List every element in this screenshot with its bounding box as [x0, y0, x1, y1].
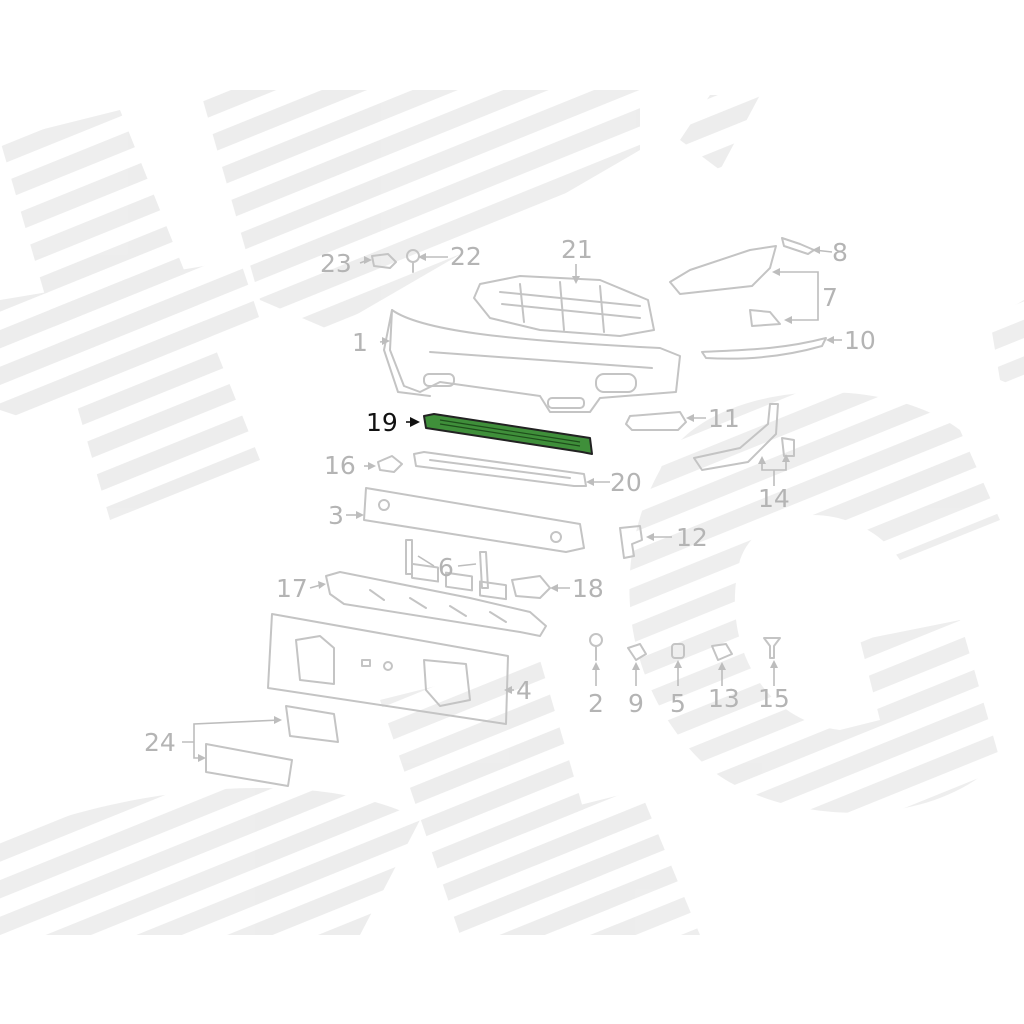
part-13-clip [711, 643, 733, 661]
callout-11: 11 [708, 404, 740, 433]
callout-23: 23 [320, 249, 352, 278]
callout-8: 8 [832, 238, 848, 267]
arrowheads [198, 246, 834, 762]
callout-6: 6 [438, 553, 454, 582]
part-3-reinforcement [363, 487, 585, 601]
part-24-plate [205, 705, 339, 787]
callout-10: 10 [844, 326, 876, 355]
callout-4: 4 [516, 676, 532, 705]
part-22-screw [406, 249, 420, 273]
callout-13: 13 [708, 684, 740, 713]
callout-22: 22 [450, 242, 482, 271]
watermark [0, 90, 1024, 935]
callout-24: 24 [144, 728, 176, 757]
part-18-bezel [511, 575, 551, 599]
callout-21: 21 [561, 235, 593, 264]
part-7-trim-upper [669, 245, 781, 327]
callout-1: 1 [352, 328, 368, 357]
part-20-absorber [413, 451, 587, 487]
part-8-molding [781, 237, 815, 255]
callout-14: 14 [758, 484, 790, 513]
callout-5: 5 [670, 689, 686, 718]
part-19-highlighted[interactable] [423, 413, 593, 455]
part-21-grille [473, 275, 655, 337]
part-12-bracket [619, 525, 643, 559]
callout-15: 15 [758, 684, 790, 713]
part-1-front-bumper [383, 309, 681, 413]
callout-18: 18 [572, 574, 604, 603]
part-5-nut [671, 643, 685, 659]
callout-7: 7 [822, 283, 838, 312]
part-17-valance [325, 571, 547, 637]
part-11-bezel [625, 411, 687, 431]
callout-19: 19 [366, 408, 398, 437]
part-14-flare [693, 403, 795, 471]
part-4-plate-brackets [267, 613, 509, 725]
callout-20: 20 [610, 468, 642, 497]
part-23-bracket [371, 253, 397, 269]
callout-16: 16 [324, 451, 356, 480]
part-16-bracket [377, 455, 403, 473]
part-10-strip [701, 337, 827, 360]
callout-9: 9 [628, 689, 644, 718]
callout-2: 2 [588, 689, 604, 718]
part-9-clip [627, 643, 647, 661]
callout-3: 3 [328, 501, 344, 530]
callout-12: 12 [676, 523, 708, 552]
callout-labels: 23 22 21 8 7 1 10 19 11 16 20 14 3 12 6 … [144, 235, 876, 757]
part-6-brackets [405, 539, 489, 589]
callout-17: 17 [276, 574, 308, 603]
part-2-fastener [589, 633, 603, 661]
part-15-pin [763, 637, 781, 659]
